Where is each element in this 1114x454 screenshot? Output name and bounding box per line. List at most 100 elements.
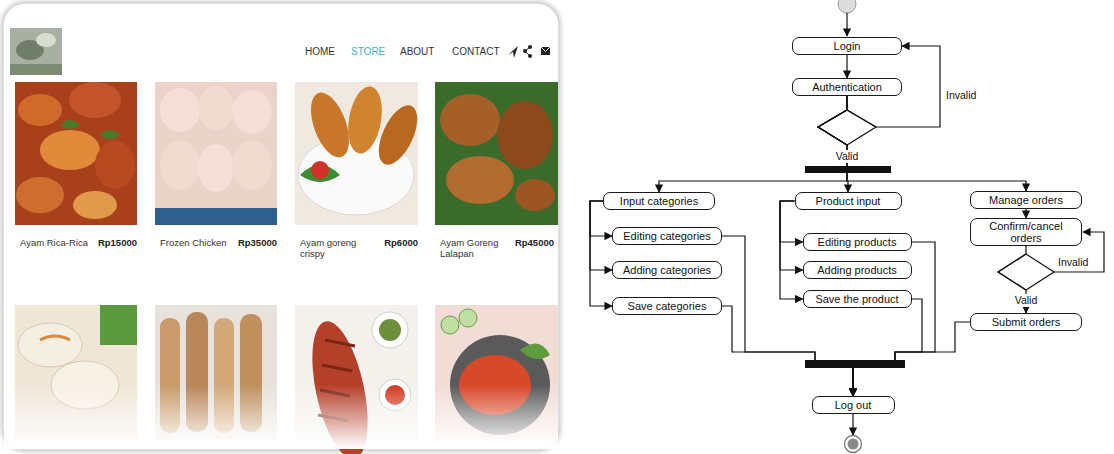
flow-arrow: [846, 55, 847, 78]
activity-label: Log out: [835, 399, 872, 411]
flow-symbols: [846, 13, 847, 36]
activity-label: Authentication: [812, 81, 882, 93]
nav-icons: [525, 47, 530, 56]
food-photo: [459, 309, 477, 327]
activity-box: Input categories: [603, 192, 715, 210]
food-photo: [95, 141, 135, 189]
flow-symbols: [805, 0, 1104, 453]
screenshot-panel: [3, 3, 559, 450]
flow-arrow: [818, 96, 848, 192]
flow-arrow: [722, 306, 853, 396]
nav-link: ABOUT: [400, 46, 434, 58]
food-photo: [435, 82, 558, 225]
guard-label: Valid: [834, 150, 861, 163]
activity-box: Save categories: [612, 297, 722, 315]
activity-label: Editing categories: [623, 230, 710, 242]
flow-arrow: [780, 201, 803, 270]
activity-label: Save the product: [815, 293, 898, 305]
food-photo: [440, 94, 500, 146]
food-photo: [198, 86, 234, 130]
product-name: Ayam Rica-Rica: [20, 237, 88, 248]
product-price: Rp45000: [515, 237, 554, 248]
activity-box: Product input: [795, 192, 902, 210]
activity-box: Login: [792, 37, 902, 55]
food-photo: [295, 82, 425, 225]
photo-fade: [4, 385, 558, 449]
flow-symbols: [845, 436, 862, 453]
activity-label: Adding products: [817, 264, 897, 276]
food-photo: [515, 179, 555, 211]
guard-label: Invalid: [1058, 256, 1088, 269]
food-photo: [497, 101, 553, 169]
food-photo: [379, 319, 401, 341]
activity-box: Authentication: [792, 78, 902, 96]
flow-arrow: [780, 201, 803, 299]
site-logo: [10, 64, 62, 75]
activity-box: Adding products: [803, 261, 912, 279]
activity-label: Adding categories: [623, 264, 711, 276]
food-photo: [15, 82, 137, 225]
food-photo: [15, 82, 137, 225]
nav-icons: [541, 47, 550, 52]
food-photo: [69, 82, 121, 118]
site-logo: [10, 28, 62, 75]
food-photo: [160, 141, 200, 189]
activity-box: Confirm/cancel orders: [970, 218, 1082, 246]
food-photo: [446, 156, 514, 204]
food-photo: [73, 191, 117, 219]
flow-symbols: [852, 414, 853, 435]
food-photo: [441, 316, 459, 334]
flow-symbols: [818, 110, 876, 145]
site-logo: [36, 33, 56, 47]
activity-label: Product input: [816, 195, 881, 207]
nav-icons: [508, 45, 550, 58]
activity-box: Submit orders: [970, 313, 1082, 331]
product-name: Frozen Chicken: [160, 237, 227, 248]
flow-arrow: [1025, 209, 1026, 218]
food-photo: [155, 208, 277, 225]
activity-box: Editing products: [803, 233, 912, 251]
activity-box: Adding categories: [612, 261, 722, 279]
product-price: Rp6000: [384, 237, 418, 248]
nav-link: STORE: [351, 46, 385, 58]
activity-box: Manage orders: [970, 191, 1082, 209]
activity-label: Login: [834, 40, 861, 52]
screenshot-panel: [3, 3, 559, 450]
food-photo: [372, 312, 408, 348]
food-photo: [520, 344, 550, 359]
flow-arrow: [722, 236, 853, 396]
product-price: Rp15000: [98, 237, 137, 248]
food-photo: [155, 82, 277, 225]
flow-arrow: [590, 201, 612, 270]
food-photo: [232, 90, 272, 134]
activity-box: Save the product: [803, 290, 912, 308]
flow-arrow: [659, 96, 847, 192]
food-photo: [232, 141, 272, 189]
nav-link: HOME: [305, 46, 335, 58]
food-photo: [16, 177, 64, 213]
activity-label: Submit orders: [992, 316, 1060, 328]
food-photo: [100, 130, 120, 139]
activity-label: Input categories: [620, 195, 698, 207]
site-logo: [10, 28, 62, 75]
activity-label: Confirm/cancel orders: [976, 220, 1076, 244]
screenshot-panel: [3, 3, 559, 450]
activity-box: Editing categories: [612, 227, 722, 245]
flow-symbols: [998, 254, 1054, 290]
food-photo: [40, 130, 100, 170]
product-name: Ayam Goreng Lalapan: [440, 237, 506, 260]
food-photo: [198, 144, 234, 192]
food-photo: [60, 120, 80, 129]
activity-box: Log out: [812, 396, 895, 414]
activity-label: Save categories: [628, 300, 707, 312]
food-photo: [18, 94, 62, 126]
food-photo: [155, 82, 277, 225]
food-photo: [311, 161, 329, 179]
product-name: Ayam goreng crispy: [300, 237, 366, 260]
nav-icons: [541, 47, 550, 55]
food-photo: [100, 305, 137, 345]
